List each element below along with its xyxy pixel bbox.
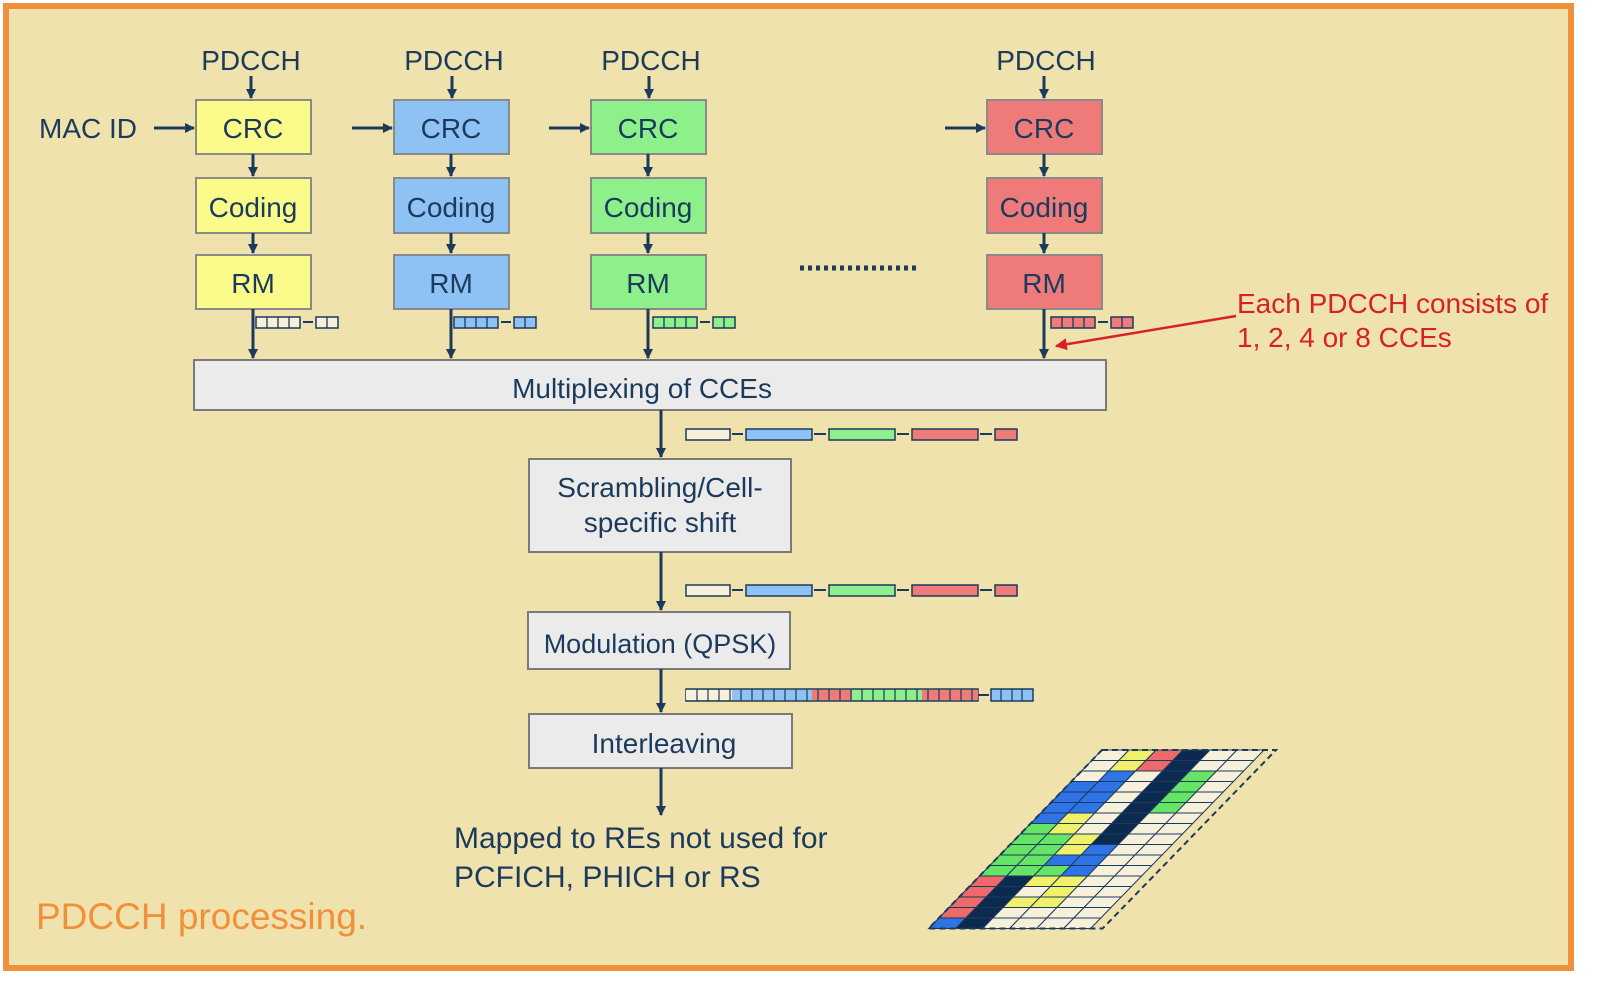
pdcch-input-label: PDCCH — [201, 45, 301, 76]
rm-label: RM — [231, 268, 275, 299]
cce-icon — [453, 316, 537, 329]
crc-block — [986, 99, 1103, 155]
multiplexing-block — [193, 359, 1107, 411]
coding-label: Coding — [407, 192, 496, 223]
coding-label: Coding — [209, 192, 298, 223]
scrambling-block — [528, 458, 792, 553]
symbol-stream — [685, 688, 1034, 702]
rm-block — [393, 254, 510, 310]
figure-caption: PDCCH processing. — [36, 896, 368, 937]
pdcch-input-label: PDCCH — [601, 45, 701, 76]
cce-stream-1 — [685, 428, 1018, 441]
coding-label: Coding — [1000, 192, 1089, 223]
rm-label: RM — [429, 268, 473, 299]
mac-id-label: MAC ID — [39, 113, 137, 144]
modulation-label: Modulation (QPSK) — [544, 629, 777, 659]
coding-block — [590, 177, 707, 234]
scrambling-label-1: Scrambling/Cell- — [557, 472, 762, 503]
coding-label: Coding — [604, 192, 693, 223]
pdcch-input-label: PDCCH — [404, 45, 504, 76]
coding-block — [986, 177, 1103, 234]
crc-label: CRC — [618, 113, 679, 144]
rm-block — [986, 254, 1103, 310]
rm-label: RM — [626, 268, 670, 299]
resource-element-grid — [926, 749, 1279, 930]
chain-3: PDCCH CRC Coding RM — [945, 45, 1134, 359]
scrambling-label-2: specific shift — [584, 507, 737, 538]
annotation-line-2: 1, 2, 4 or 8 CCEs — [1237, 322, 1452, 353]
annotation-line-1: Each PDCCH consists of — [1237, 288, 1548, 319]
cce-icon — [652, 316, 736, 329]
output-line-2: PCFICH, PHICH or RS — [454, 861, 761, 894]
multiplexing-label: Multiplexing of CCEs — [512, 373, 772, 404]
crc-label: CRC — [1014, 113, 1075, 144]
cce-stream-2 — [685, 584, 1018, 597]
output-line-1: Mapped to REs not used for — [454, 822, 828, 855]
coding-block — [195, 177, 312, 234]
annotation-arrow — [1054, 314, 1237, 351]
resource-grid-outline — [926, 749, 1279, 930]
interleaving-block — [528, 713, 793, 769]
rm-label: RM — [1022, 268, 1066, 299]
chain-2: PDCCH CRC Coding RM — [549, 45, 736, 359]
crc-block — [590, 99, 707, 155]
rm-block — [590, 254, 707, 310]
crc-block — [393, 99, 510, 155]
chain-0: PDCCH CRC Coding RM — [195, 45, 339, 359]
interleaving-label: Interleaving — [592, 728, 737, 759]
modulation-block — [527, 611, 791, 670]
chain-1: PDCCH CRC Coding RM — [352, 45, 537, 359]
crc-block — [195, 99, 312, 155]
crc-label: CRC — [223, 113, 284, 144]
crc-label: CRC — [421, 113, 482, 144]
coding-block — [393, 177, 510, 234]
cce-icon — [255, 316, 339, 329]
cce-icon — [1050, 316, 1134, 329]
pdcch-input-label: PDCCH — [996, 45, 1096, 76]
